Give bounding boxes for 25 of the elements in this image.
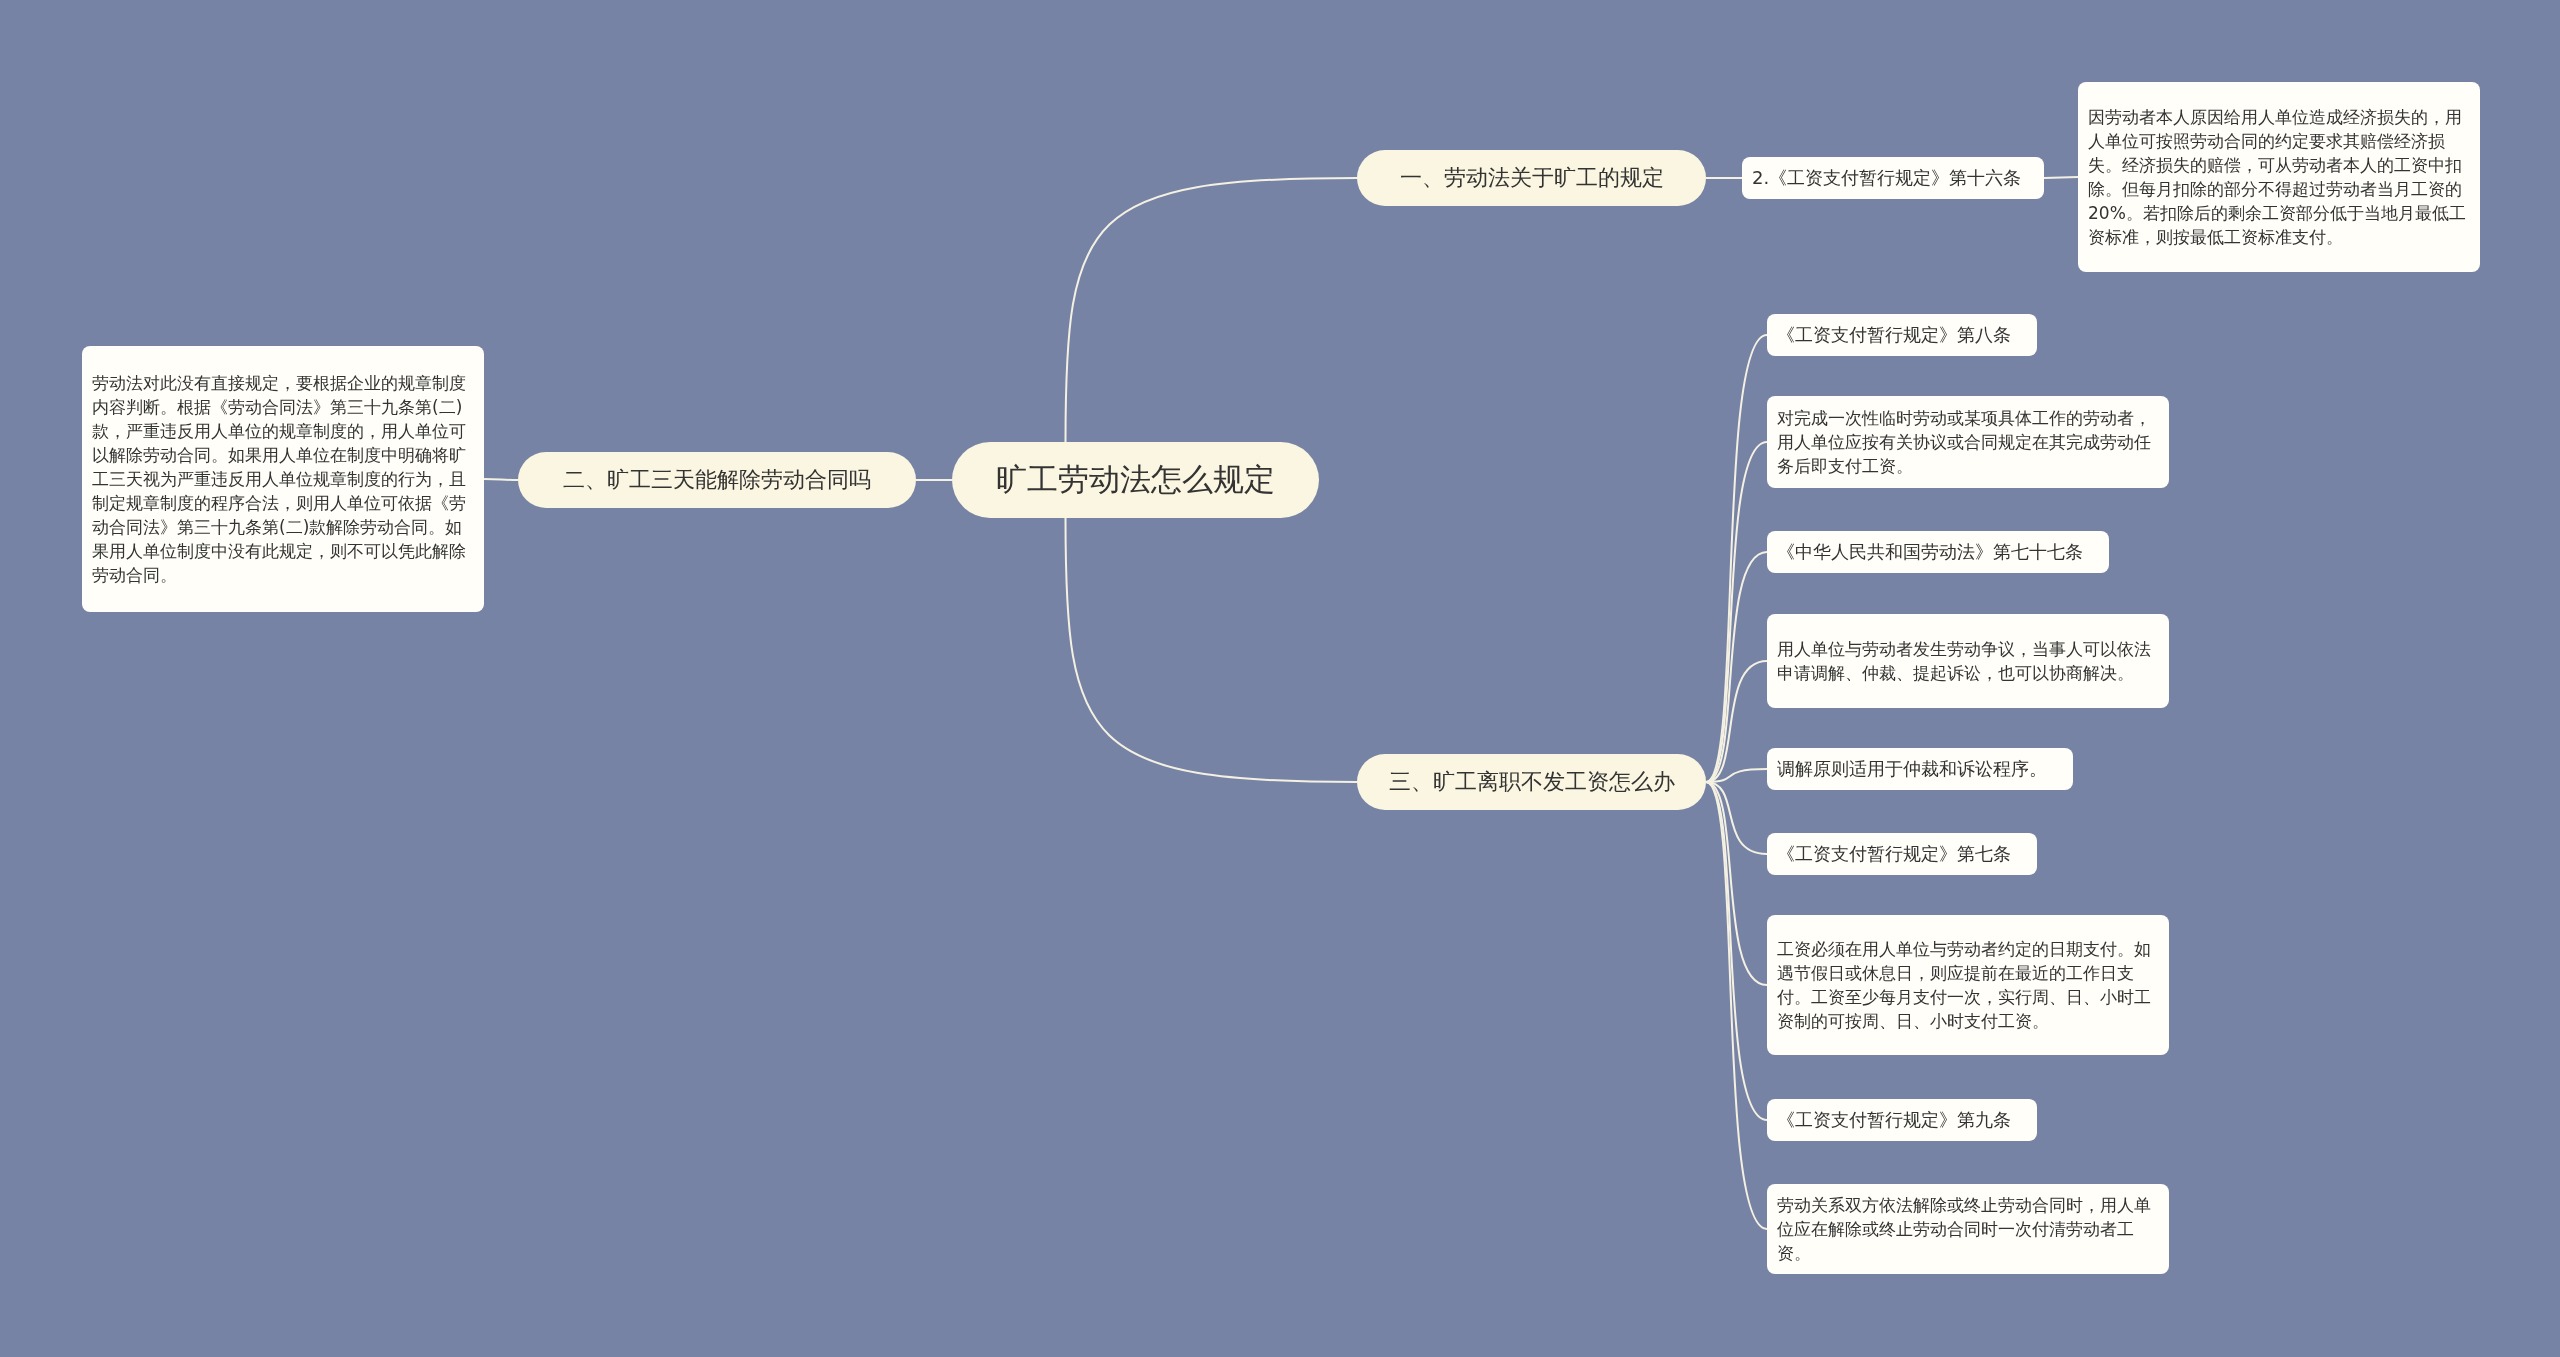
note-card: 劳动关系双方依法解除或终止劳动合同时，用人单位应在解除或终止劳动合同时一次付清劳动者工资。 [1767,1184,2169,1274]
reference-node: 《工资支付暂行规定》第九条 [1767,1099,2037,1141]
note-card: 用人单位与劳动者发生劳动争议，当事人可以依法申请调解、仲裁、提起诉讼，也可以协商解决。 [1767,614,2169,708]
topic-node: 三、旷工离职不发工资怎么办 [1357,754,1706,810]
connector-line [1064,177,1358,443]
reference-node: 《中华人民共和国劳动法》第七十七条 [1767,531,2109,573]
reference-node: 《工资支付暂行规定》第七条 [1767,833,2037,875]
note-card: 因劳动者本人原因给用人单位造成经济损失的，用人单位可按照劳动合同的约定要求其赔偿经济损失。经济损失的赔偿，可从劳动者本人的工资中扣除。但每月扣除的部分不得超过劳动者当月工资的20%。若扣除后的剩余工资部分低于当地月最低工资标准，则按最低工资标准支付。 [2078,82,2480,272]
topic-node: 二、旷工三天能解除劳动合同吗 [518,452,916,508]
connector-line [915,479,953,481]
note-card: 工资必须在用人单位与劳动者约定的日期支付。如遇节假日或休息日，则应提前在最近的工作日支付。工资至少每月支付一次，实行周、日、小时工资制的可按周、日、小时支付工资。 [1767,915,2169,1055]
central-topic: 旷工劳动法怎么规定 [952,442,1319,518]
reference-node: 《工资支付暂行规定》第八条 [1767,314,2037,356]
connector-line [1705,781,1768,1230]
reference-node: 2.《工资支付暂行规定》第十六条 [1742,157,2044,199]
note-card: 对完成一次性临时劳动或某项具体工作的劳动者，用人单位应按有关协议或合同规定在其完成劳动任务后即支付工资。 [1767,396,2169,488]
connector-line [2043,176,2079,179]
connector-line [483,478,519,481]
note-card: 劳动法对此没有直接规定，要根据企业的规章制度内容判断。根据《劳动合同法》第三十九条第(二)款，严重违反用人单位的规章制度的，用人单位可以解除劳动合同。如果用人单位在制度中明确将旷工三天视为严重违反用人单位规章制度的行为，且制定规章制度的程序合法，则用人单位可依据《劳动合同法》第三十九条第(二)款解除劳动合同。如果用人单位制度中没有此规定，则不可以凭此解除劳动合同。 [82,346,484,612]
connector-line [1705,177,1743,179]
connector-line [1705,551,1768,783]
connector-line [1705,781,1768,986]
connector-line [1064,517,1358,783]
topic-node: 一、劳动法关于旷工的规定 [1357,150,1706,206]
reference-node: 调解原则适用于仲裁和诉讼程序。 [1767,748,2073,790]
